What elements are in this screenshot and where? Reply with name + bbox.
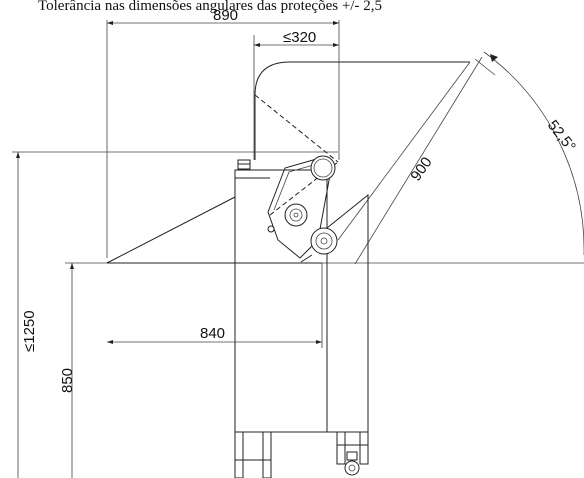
dim-320-label: ≤320 (283, 29, 316, 46)
dimension-850: 850 (59, 263, 76, 478)
middle-roller-icon (284, 203, 308, 227)
dimension-angle: 52,5° (483, 51, 584, 255)
dimension-1250: ≤1250 (16, 152, 38, 478)
pivot-icon (267, 225, 275, 233)
dim-840-label: 840 (200, 325, 225, 342)
machine-body (106, 159, 369, 478)
dim-890-label: 890 (213, 7, 238, 24)
top-roller-icon (310, 155, 336, 181)
caster-wheels (344, 451, 360, 476)
tolerance-note: Tolerância nas dimensões angulares das p… (38, 0, 382, 14)
dimension-890: 890 (106, 7, 340, 258)
dim-900-label: 900 (407, 154, 435, 184)
dim-angle-label: 52,5° (544, 117, 579, 155)
dim-850-label: 850 (59, 368, 76, 393)
dimension-320: ≤320 (253, 29, 339, 160)
guard-outline (254, 61, 470, 216)
dim-1250-label: ≤1250 (21, 310, 38, 352)
dimension-900: 900 (337, 56, 496, 265)
roller-mechanism (267, 155, 338, 263)
dimension-840: 840 (107, 263, 323, 348)
caster-icon (344, 460, 360, 476)
bottom-roller-icon (310, 227, 338, 255)
